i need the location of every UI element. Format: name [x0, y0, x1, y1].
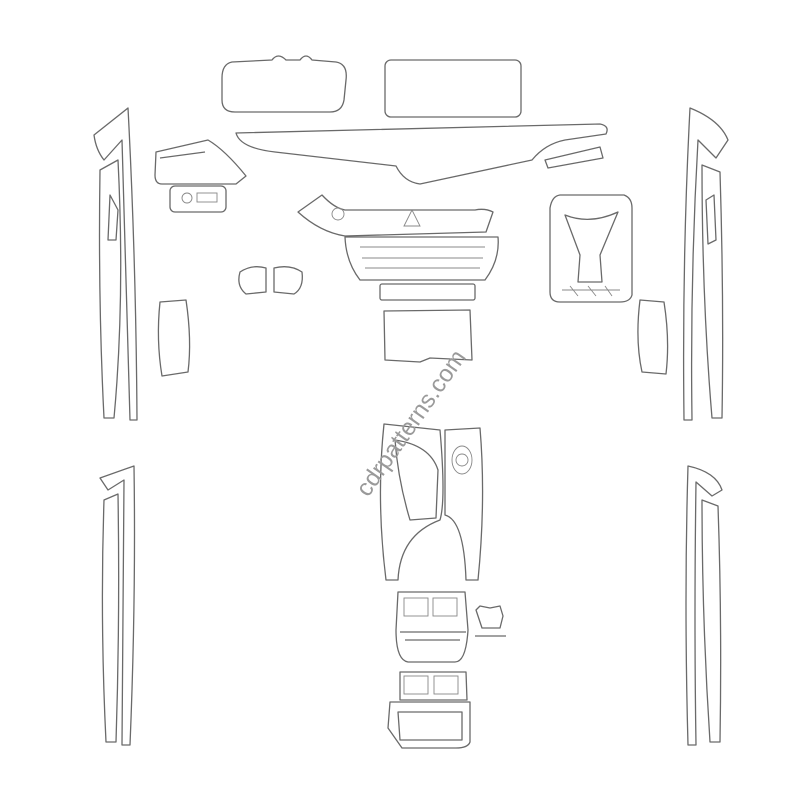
center-console-left-film: [379, 423, 444, 581]
left-vent-film: [154, 139, 247, 185]
rear-console-lower-film: [387, 701, 471, 749]
rear-right-door-trim-film: [685, 465, 723, 746]
gear-selector-film: [394, 439, 439, 521]
right-window-switch-film: [637, 299, 669, 375]
center-stack-upper-film: [297, 194, 494, 237]
front-right-door-insert-film: [701, 164, 724, 419]
left-window-switch-film: [157, 299, 191, 377]
light-switch-film: [169, 185, 227, 213]
small-buttons-film: [475, 605, 506, 637]
front-right-door-trim-film: [682, 107, 729, 421]
steering-left-buttons-film: [238, 266, 267, 295]
steering-right-buttons-film: [273, 266, 303, 295]
center-console-right-film: [444, 427, 484, 581]
overhead-console-film: [549, 194, 633, 303]
right-vent-trim-film: [544, 146, 604, 169]
dashboard-trim-film: [235, 123, 608, 185]
front-left-door-insert-film: [98, 159, 122, 419]
lower-panel-film: [383, 309, 473, 363]
rear-console-upper-film: [395, 591, 469, 663]
instrument-cluster-film: [221, 55, 347, 113]
front-left-door-trim-film: [93, 107, 138, 421]
center-display-film: [384, 59, 522, 118]
rear-vent-film: [399, 671, 468, 701]
climate-panel-film: [344, 236, 499, 281]
watermark: cdrpatterns.com: [351, 345, 472, 501]
rear-left-door-trim-film: [99, 465, 136, 746]
control-strip-film: [379, 283, 476, 301]
